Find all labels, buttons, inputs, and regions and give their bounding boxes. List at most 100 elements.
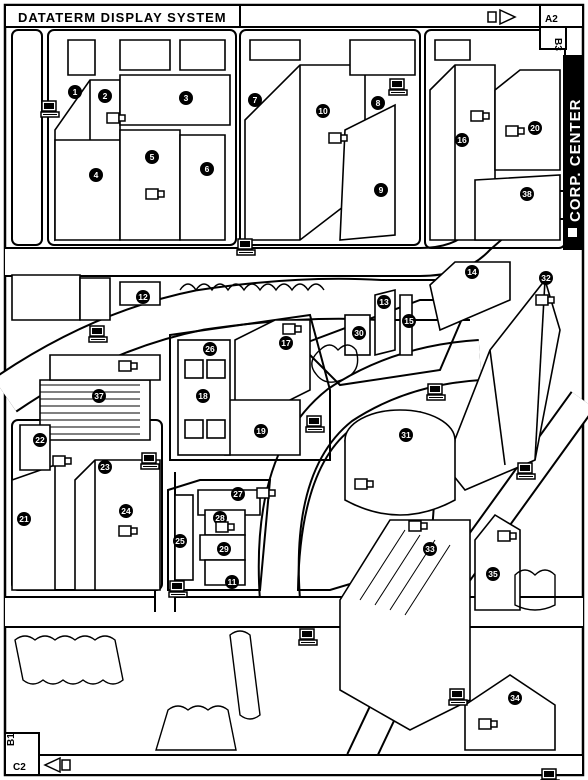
camera-icon[interactable] bbox=[118, 360, 138, 372]
building-marker-circle[interactable] bbox=[203, 342, 217, 356]
building-marker-12[interactable]: 12 bbox=[136, 290, 150, 304]
dataterm-terminal-icon[interactable] bbox=[540, 768, 560, 780]
camera-icon[interactable] bbox=[106, 112, 126, 124]
building-marker-circle[interactable] bbox=[316, 104, 330, 118]
camera-icon[interactable] bbox=[282, 323, 302, 335]
building-marker-circle[interactable] bbox=[179, 91, 193, 105]
building-marker-34[interactable]: 34 bbox=[508, 691, 522, 705]
building-marker-16[interactable]: 16 bbox=[455, 133, 469, 147]
building-marker-7[interactable]: 7 bbox=[248, 93, 262, 107]
building-marker-31[interactable]: 31 bbox=[399, 428, 413, 442]
dataterm-terminal-icon[interactable] bbox=[88, 325, 108, 343]
camera-icon[interactable] bbox=[470, 110, 490, 122]
building-marker-32[interactable]: 32 bbox=[539, 271, 553, 285]
camera-icon[interactable] bbox=[52, 455, 72, 467]
dataterm-terminal-icon[interactable] bbox=[426, 383, 446, 401]
building-marker-30[interactable]: 30 bbox=[352, 326, 366, 340]
building-marker-circle[interactable] bbox=[377, 295, 391, 309]
building-marker-8[interactable]: 8 bbox=[371, 96, 385, 110]
building-marker-19[interactable]: 19 bbox=[254, 424, 268, 438]
building-marker-35[interactable]: 35 bbox=[486, 567, 500, 581]
camera-icon[interactable] bbox=[354, 478, 374, 490]
camera-icon[interactable] bbox=[215, 521, 235, 533]
building-marker-circle[interactable] bbox=[89, 168, 103, 182]
dataterm-terminal-icon[interactable] bbox=[140, 452, 160, 470]
camera-icon[interactable] bbox=[118, 525, 138, 537]
building-marker-25[interactable]: 25 bbox=[173, 534, 187, 548]
building-marker-circle[interactable] bbox=[92, 389, 106, 403]
building-marker-circle[interactable] bbox=[68, 85, 82, 99]
building-marker-circle[interactable] bbox=[145, 150, 159, 164]
camera-icon[interactable] bbox=[328, 132, 348, 144]
camera-icon[interactable] bbox=[535, 294, 555, 306]
building-marker-circle[interactable] bbox=[352, 326, 366, 340]
building-marker-10[interactable]: 10 bbox=[316, 104, 330, 118]
camera-icon[interactable] bbox=[145, 188, 165, 200]
camera-icon[interactable] bbox=[256, 487, 276, 499]
building-marker-circle[interactable] bbox=[119, 504, 133, 518]
building-marker-5[interactable]: 5 bbox=[145, 150, 159, 164]
dataterm-terminal-icon[interactable] bbox=[236, 238, 256, 256]
building-marker-circle[interactable] bbox=[231, 487, 245, 501]
building-marker-circle[interactable] bbox=[217, 542, 231, 556]
building-marker-2[interactable]: 2 bbox=[98, 89, 112, 103]
building-marker-circle[interactable] bbox=[98, 89, 112, 103]
building-marker-circle[interactable] bbox=[98, 460, 112, 474]
building-marker-20[interactable]: 20 bbox=[528, 121, 542, 135]
building-marker-15[interactable]: 15 bbox=[402, 314, 416, 328]
building-marker-circle[interactable] bbox=[374, 183, 388, 197]
building-marker-circle[interactable] bbox=[455, 133, 469, 147]
dataterm-terminal-icon[interactable] bbox=[40, 100, 60, 118]
building-marker-22[interactable]: 22 bbox=[33, 433, 47, 447]
building-marker-circle[interactable] bbox=[225, 575, 239, 589]
building-marker-1[interactable]: 1 bbox=[68, 85, 82, 99]
building-marker-circle[interactable] bbox=[486, 567, 500, 581]
building-marker-18[interactable]: 18 bbox=[196, 389, 210, 403]
building-marker-circle[interactable] bbox=[200, 162, 214, 176]
building-marker-circle[interactable] bbox=[248, 93, 262, 107]
dataterm-terminal-icon[interactable] bbox=[516, 462, 536, 480]
building-marker-38[interactable]: 38 bbox=[520, 187, 534, 201]
dataterm-terminal-icon[interactable] bbox=[388, 78, 408, 96]
arrow-left-icon[interactable] bbox=[43, 756, 71, 774]
camera-icon[interactable] bbox=[478, 718, 498, 730]
arrow-right-icon[interactable] bbox=[487, 8, 517, 26]
building-marker-circle[interactable] bbox=[33, 433, 47, 447]
building-marker-circle[interactable] bbox=[423, 542, 437, 556]
building-marker-circle[interactable] bbox=[173, 534, 187, 548]
dataterm-terminal-icon[interactable] bbox=[168, 580, 188, 598]
building-marker-29[interactable]: 29 bbox=[217, 542, 231, 556]
dataterm-terminal-icon[interactable] bbox=[305, 415, 325, 433]
building-marker-33[interactable]: 33 bbox=[423, 542, 437, 556]
building-marker-circle[interactable] bbox=[279, 336, 293, 350]
dataterm-terminal-icon[interactable] bbox=[298, 628, 318, 646]
building-marker-circle[interactable] bbox=[371, 96, 385, 110]
building-marker-9[interactable]: 9 bbox=[374, 183, 388, 197]
camera-icon[interactable] bbox=[408, 520, 428, 532]
building-marker-26[interactable]: 26 bbox=[203, 342, 217, 356]
building-marker-circle[interactable] bbox=[402, 314, 416, 328]
building-marker-circle[interactable] bbox=[136, 290, 150, 304]
building-marker-27[interactable]: 27 bbox=[231, 487, 245, 501]
building-marker-24[interactable]: 24 bbox=[119, 504, 133, 518]
building-marker-14[interactable]: 14 bbox=[465, 265, 479, 279]
building-marker-circle[interactable] bbox=[465, 265, 479, 279]
building-marker-circle[interactable] bbox=[520, 187, 534, 201]
building-marker-circle[interactable] bbox=[508, 691, 522, 705]
building-marker-37[interactable]: 37 bbox=[92, 389, 106, 403]
building-marker-4[interactable]: 4 bbox=[89, 168, 103, 182]
building-marker-circle[interactable] bbox=[17, 512, 31, 526]
building-marker-6[interactable]: 6 bbox=[200, 162, 214, 176]
building-marker-circle[interactable] bbox=[399, 428, 413, 442]
building-marker-23[interactable]: 23 bbox=[98, 460, 112, 474]
building-marker-11[interactable]: 11 bbox=[225, 575, 239, 589]
camera-icon[interactable] bbox=[497, 530, 517, 542]
building-marker-circle[interactable] bbox=[254, 424, 268, 438]
building-marker-circle[interactable] bbox=[196, 389, 210, 403]
camera-icon[interactable] bbox=[505, 125, 525, 137]
building-marker-circle[interactable] bbox=[539, 271, 553, 285]
building-marker-17[interactable]: 17 bbox=[279, 336, 293, 350]
building-marker-3[interactable]: 3 bbox=[179, 91, 193, 105]
building-marker-13[interactable]: 13 bbox=[377, 295, 391, 309]
building-marker-circle[interactable] bbox=[528, 121, 542, 135]
